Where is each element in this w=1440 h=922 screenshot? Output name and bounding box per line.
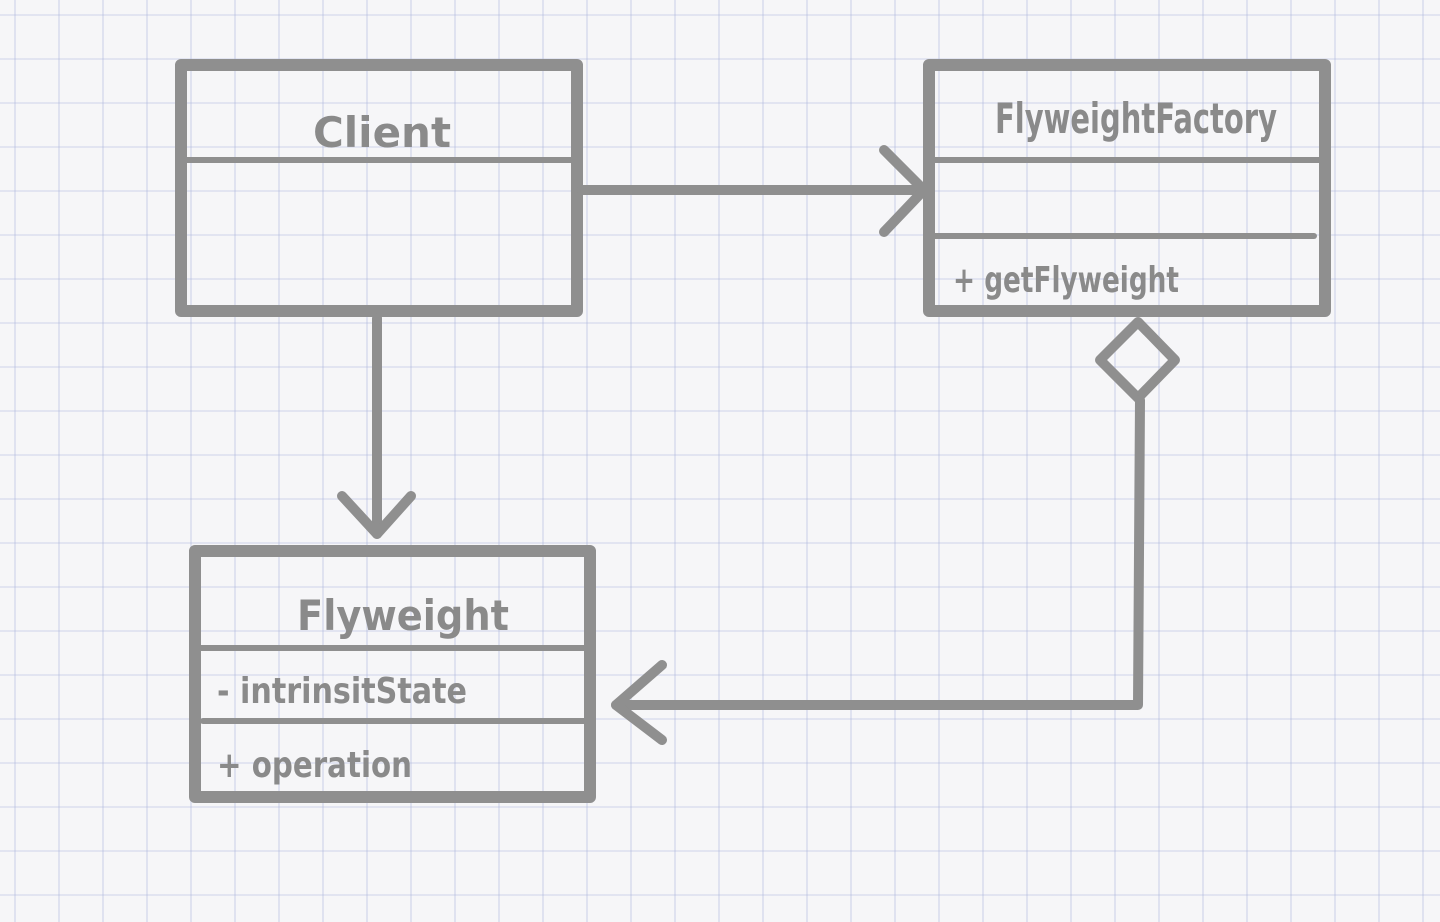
flyweight-box-frame (189, 545, 596, 803)
aggregation-factory-to-flyweight[interactable] (611, 317, 1180, 745)
flyweight-factory-class-name: FlyweightFactory (995, 94, 1277, 143)
client-box-frame (175, 59, 583, 317)
association-client-to-flyweight[interactable] (337, 313, 416, 539)
arrowhead-open-icon (337, 491, 416, 539)
aggregation-line-factory-flyweight (611, 395, 1145, 710)
flyweight-attribute-intrinsit-state: - intrinsitState (217, 671, 467, 712)
client-class-box[interactable]: Client (175, 59, 583, 317)
aggregation-diamond-icon (1095, 317, 1180, 403)
flyweight-class-box[interactable]: Flyweight - intrinsitState + operation (189, 545, 596, 803)
arrowhead-open-icon (879, 145, 929, 237)
flyweight-method-operation: + operation (217, 745, 412, 786)
flyweight-factory-class-box[interactable]: FlyweightFactory + getFlyweight (923, 59, 1331, 317)
flyweight-factory-method-get-flyweight: + getFlyweight (953, 260, 1179, 301)
flyweight-factory-box-frame (923, 59, 1331, 317)
flyweight-class-name: Flyweight (297, 591, 509, 640)
arrowhead-open-icon (611, 660, 667, 745)
association-client-to-factory[interactable] (577, 145, 929, 237)
client-class-name: Client (313, 108, 451, 157)
